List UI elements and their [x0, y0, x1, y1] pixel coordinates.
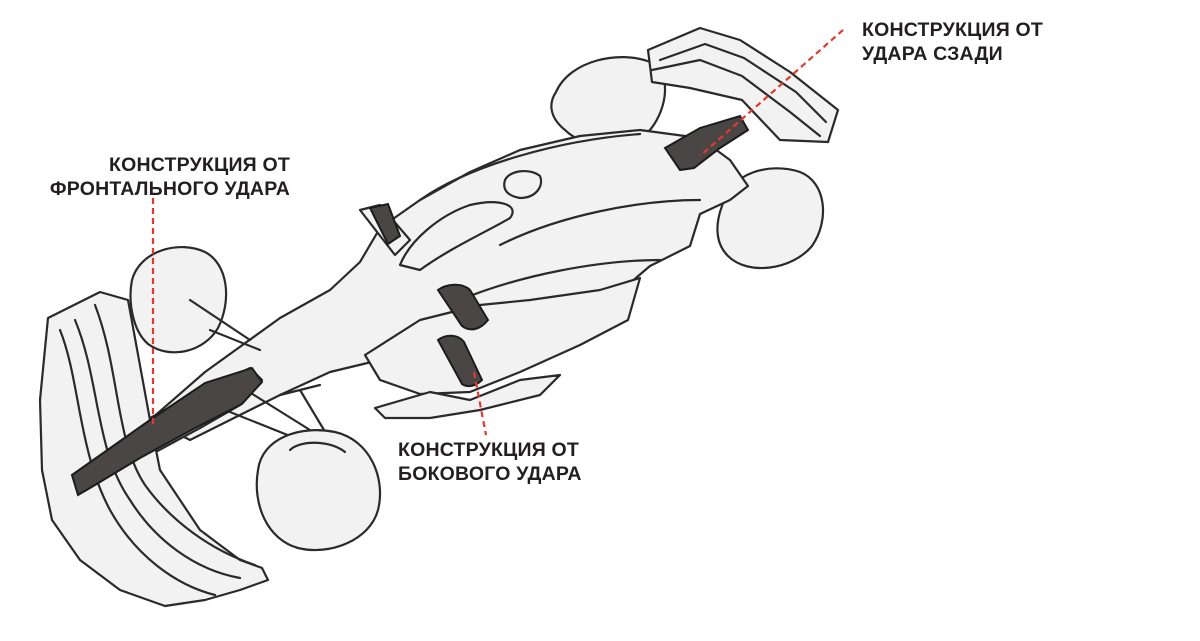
rear-impact-structure: [663, 114, 750, 172]
rear-leader-line: [699, 29, 844, 157]
front-left-wheel: [129, 245, 228, 354]
side-leader-line: [472, 371, 488, 436]
label-frontal-impact-line1: КОНСТРУКЦИЯ ОТ: [108, 154, 290, 176]
label-side-impact-line2: БОКОВОГО УДАРА: [398, 463, 582, 485]
halo: [398, 201, 514, 272]
floor-edge: [373, 373, 562, 420]
label-frontal-impact: КОНСТРУКЦИЯ ОТ ФРОНТАЛЬНОГО УДАРА: [22, 153, 290, 201]
label-rear-impact-line2: УДАРА СЗАДИ: [862, 43, 1003, 65]
front-impact-structure: [70, 366, 264, 497]
label-rear-impact: КОНСТРУКЦИЯ ОТ УДАРА СЗАДИ: [862, 18, 1043, 66]
label-side-impact-line1: КОНСТРУКЦИЯ ОТ: [398, 439, 580, 461]
rear-right-wheel: [716, 167, 825, 270]
rear-left-wheel: [550, 55, 667, 146]
side-impact-structure-upper: [436, 283, 490, 331]
airbox: [503, 170, 543, 200]
label-rear-impact-line1: КОНСТРУКЦИЯ ОТ: [862, 19, 1044, 41]
side-impact-structure-lower: [436, 334, 484, 388]
label-side-impact: КОНСТРУКЦИЯ ОТ БОКОВОГО УДАРА: [398, 438, 582, 486]
label-frontal-impact-line2: ФРОНТАЛЬНОГО УДАРА: [49, 178, 290, 200]
front-right-wheel: [255, 429, 382, 552]
